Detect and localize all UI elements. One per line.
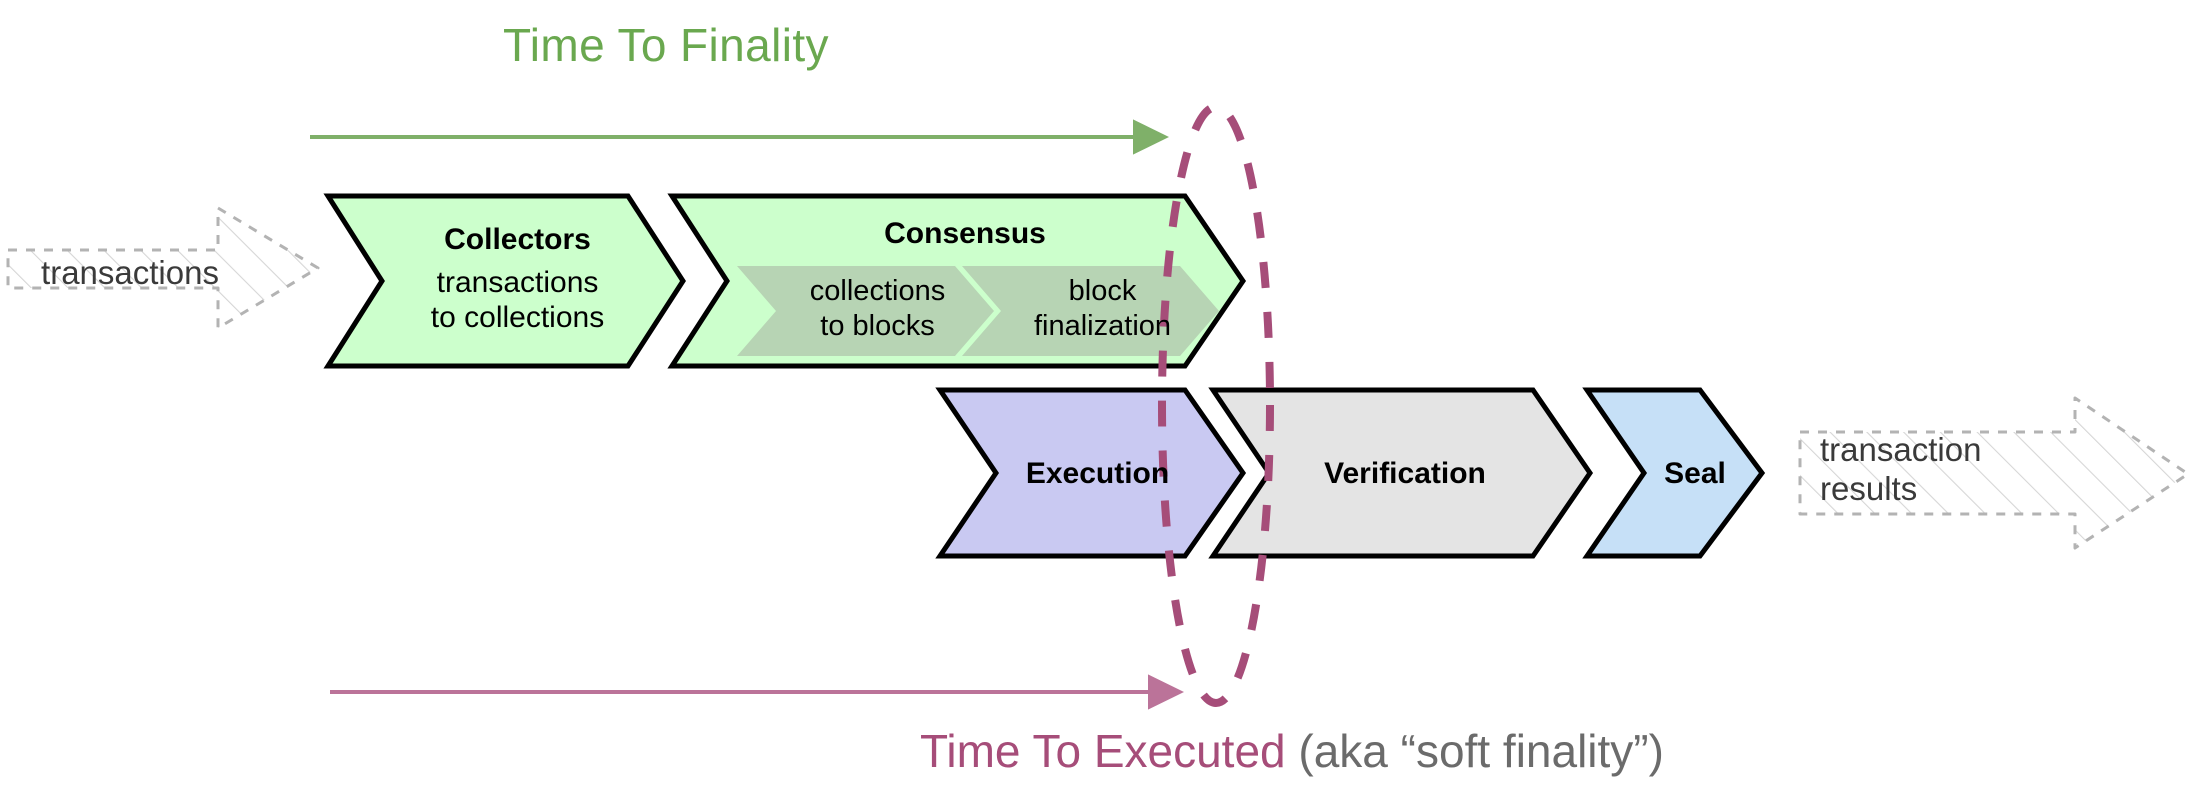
- stage-seal[interactable]: [1582, 387, 1766, 559]
- stage-consensus[interactable]: [667, 193, 1247, 369]
- stage-collectors[interactable]: [323, 193, 686, 369]
- time-to-executed-title-primary: Time To Executed: [920, 725, 1286, 777]
- ghost-arrow-transactions-in: [6, 206, 320, 330]
- time-to-finality-title: Time To Finality: [503, 19, 829, 71]
- substage-collections-to-blocks: [737, 266, 994, 356]
- dashed-ellipse-finality-point: [1158, 103, 1274, 707]
- time-to-executed-title-secondary: (aka “soft finality”): [1285, 725, 1664, 777]
- time-to-executed-title: Time To Executed (aka “soft finality”): [920, 724, 1664, 778]
- substage-block-finalization: [962, 266, 1219, 356]
- ghost-arrow-transaction-results-out: [1798, 396, 2190, 550]
- stage-execution[interactable]: [935, 387, 1247, 559]
